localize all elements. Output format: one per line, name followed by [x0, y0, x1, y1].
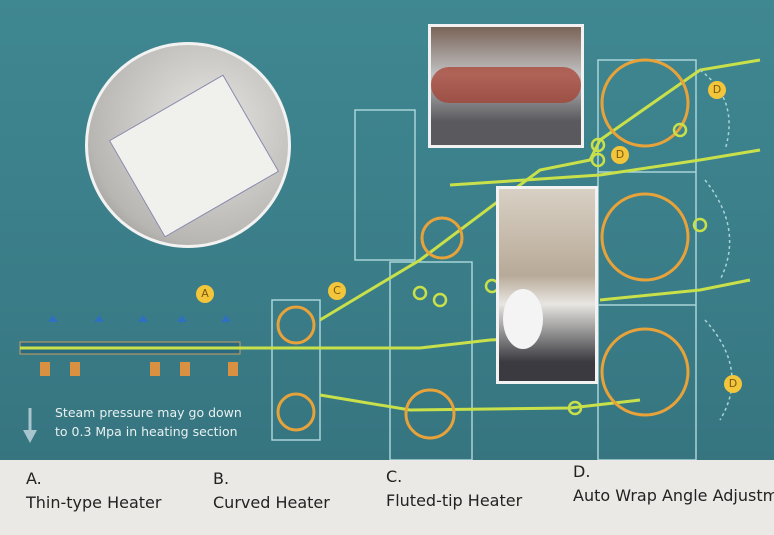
caption-letter: B. [213, 469, 230, 488]
thin-type-heater [19, 315, 241, 376]
caption-d: D. Auto Wrap Angle Adjustme [573, 460, 774, 508]
photo-heater-panels [85, 42, 291, 248]
caption-b: B. Curved Heater [213, 467, 330, 515]
caption-letter: D. [573, 462, 591, 481]
caption-letter: C. [386, 467, 403, 486]
caption-c: C. Fluted-tip Heater [386, 465, 522, 513]
marker-c: C [328, 282, 346, 300]
steam-pressure-note: Steam pressure may go down to 0.3 Mpa in… [55, 403, 242, 441]
steam-note-line-1: Steam pressure may go down [55, 405, 242, 420]
caption-label: Curved Heater [213, 493, 330, 512]
photo-fluted-heater [496, 186, 598, 384]
caption-label: Auto Wrap Angle Adjustme [573, 486, 774, 505]
corrugator-diagram [19, 58, 761, 460]
steam-up-arrows-icon [48, 315, 231, 322]
diagram-panel: A C D D D Steam pressure may go down to … [0, 0, 774, 460]
guide-rollers [412, 122, 708, 416]
marker-d-middle: D [611, 146, 629, 164]
marker-a: A [196, 285, 214, 303]
caption-a: A. Thin-type Heater [26, 467, 161, 515]
caption-label: Thin-type Heater [26, 493, 162, 512]
arrow-down-icon [23, 408, 37, 443]
marker-d-bottom: D [724, 375, 742, 393]
wrap-arcs [699, 69, 733, 421]
marker-d-top: D [708, 81, 726, 99]
photo-roll [428, 24, 584, 148]
caption-label: Fluted-tip Heater [386, 491, 523, 510]
steam-note-line-2: to 0.3 Mpa in heating section [55, 424, 238, 439]
caption-letter: A. [26, 469, 42, 488]
heater-rolls [276, 58, 690, 440]
